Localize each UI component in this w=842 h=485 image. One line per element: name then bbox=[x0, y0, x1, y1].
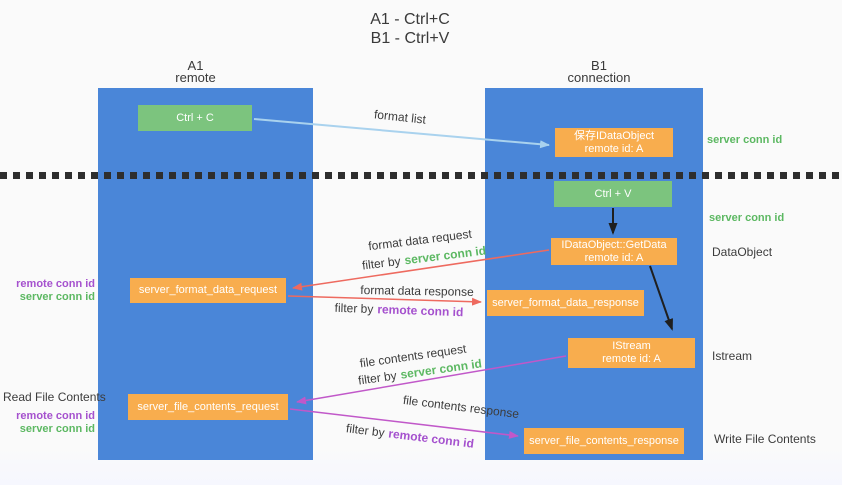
server-conn-id-annotation-left-top: server conn id bbox=[19, 291, 95, 303]
getdata-line1: IDataObject::GetData bbox=[561, 238, 667, 251]
save-idataobject-node: 保存IDataObject remote id: A bbox=[555, 128, 673, 157]
server-file-contents-request-label: server_file_contents_request bbox=[137, 400, 279, 413]
server-conn-id-annotation-top: server conn id bbox=[707, 134, 783, 146]
server-conn-id-annotation-mid: server conn id bbox=[709, 212, 785, 224]
server-format-data-response-label: server_format_data_response bbox=[492, 296, 639, 309]
ctrl-v-label: Ctrl + V bbox=[594, 187, 632, 200]
dotted-divider-line bbox=[0, 172, 842, 179]
ctrl-v-node: Ctrl + V bbox=[554, 181, 672, 207]
server-format-data-request-label: server_format_data_request bbox=[138, 284, 278, 296]
idataobject-getdata-node: IDataObject::GetData remote id: A bbox=[551, 238, 677, 265]
istream-line1: IStream bbox=[612, 340, 651, 352]
title-line-1: A1 - Ctrl+C bbox=[370, 11, 450, 28]
ctrl-c-label: Ctrl + C bbox=[176, 111, 214, 124]
write-file-contents-annotation: Write File Contents bbox=[714, 432, 816, 446]
format-list-label: format list bbox=[373, 107, 427, 127]
read-file-contents-annotation: Read File Contents bbox=[3, 390, 106, 404]
server-file-contents-request-node: server_file_contents_request bbox=[128, 394, 288, 420]
ctrl-c-node: Ctrl + C bbox=[138, 105, 252, 131]
save-idataobject-line1: 保存IDataObject bbox=[573, 129, 655, 142]
server-conn-id-annotation-left-bottom: server conn id bbox=[19, 423, 95, 435]
istream-node: IStream remote id: A bbox=[568, 338, 695, 368]
lane-a1-name: A1 bbox=[187, 58, 204, 73]
lane-header-b1: B1 connection bbox=[490, 58, 708, 85]
title-line-2: B1 - Ctrl+V bbox=[370, 30, 450, 47]
format-data-response-label: format data response bbox=[360, 283, 474, 299]
dataobject-annotation: DataObject bbox=[712, 245, 773, 259]
server-file-contents-response-label: server_file_contents_response bbox=[529, 434, 679, 447]
lane-b1-name: B1 bbox=[591, 58, 607, 73]
getdata-line2: remote id: A bbox=[584, 251, 644, 264]
lane-a1-subtitle: remote bbox=[175, 70, 216, 85]
save-idataobject-line2: remote id: A bbox=[584, 142, 644, 155]
lane-b1-subtitle: connection bbox=[567, 70, 631, 85]
istream-line2: remote id: A bbox=[602, 353, 661, 365]
istream-annotation: Istream bbox=[712, 349, 753, 363]
server-format-data-request-node: server_format_data_request bbox=[130, 278, 286, 303]
lane-header-a1: A1 remote bbox=[88, 58, 303, 85]
server-file-contents-response-node: server_file_contents_response bbox=[524, 428, 684, 454]
server-format-data-response-node: server_format_data_response bbox=[487, 290, 644, 316]
remote-conn-id-annotation-left-bottom: remote conn id bbox=[16, 410, 95, 422]
diagram-title: A1 - Ctrl+C B1 - Ctrl+V bbox=[0, 10, 820, 48]
remote-conn-id-annotation-left-top: remote conn id bbox=[16, 278, 95, 290]
